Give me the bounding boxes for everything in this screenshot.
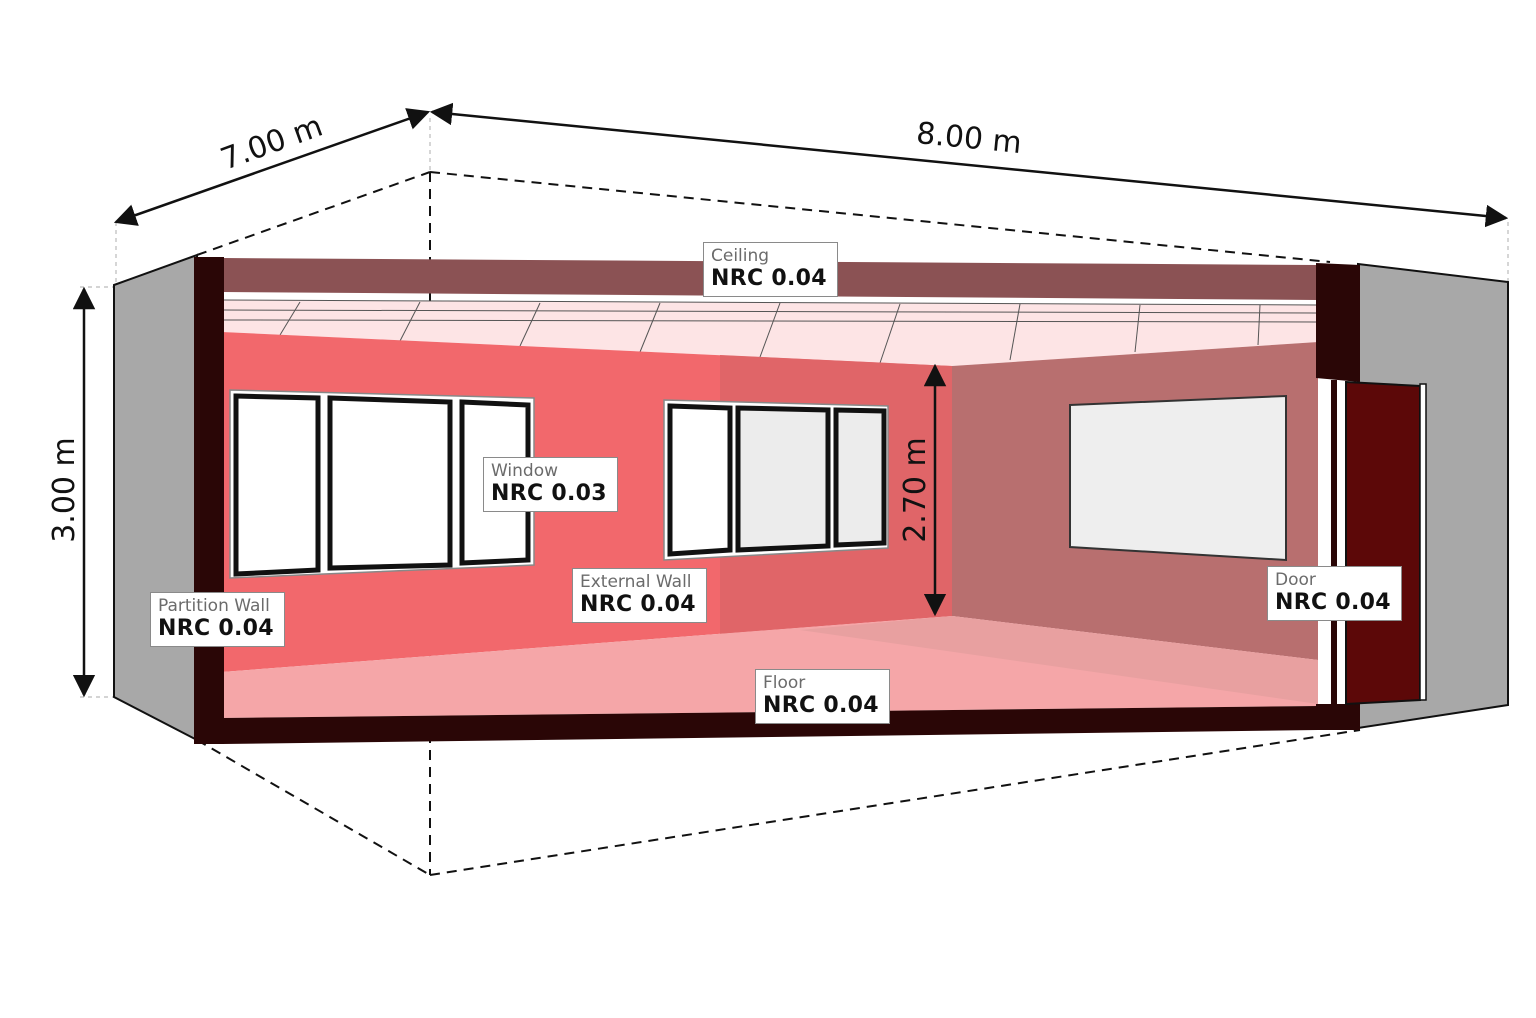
- left-wall-section: [113, 253, 198, 742]
- partition-wall-label-name: Partition Wall: [158, 596, 270, 616]
- right-frame-top: [1316, 263, 1360, 382]
- ceiling-tiles: [222, 300, 1318, 366]
- window-label-name: Window: [491, 461, 559, 481]
- door-label-value: NRC 0.04: [1275, 590, 1391, 615]
- floor-label-name: Floor: [763, 673, 806, 693]
- dimension-arrows: [72, 102, 1509, 698]
- width-arrow: [113, 108, 431, 226]
- partition-wall-label-value: NRC 0.04: [158, 616, 274, 641]
- right-frame-bottom: [1316, 704, 1360, 730]
- ceiling-label-value: NRC 0.04: [711, 266, 827, 291]
- door: [1345, 380, 1421, 706]
- door-label-name: Door: [1275, 570, 1316, 590]
- ceiling-height-dimension: 2.70 m: [898, 437, 933, 543]
- ceiling-label-name: Ceiling: [711, 246, 770, 266]
- door-label: Door NRC 0.04: [1267, 566, 1402, 621]
- external-wall-label-name: External Wall: [580, 572, 692, 592]
- ceiling-grid: [221, 299, 1319, 364]
- external-wall-label: External Wall NRC 0.04: [572, 568, 707, 623]
- external-wall-label-value: NRC 0.04: [580, 592, 696, 617]
- projection-screen: [1069, 394, 1287, 562]
- length-arrow: [429, 102, 1509, 228]
- height-dimension: 3.00 m: [47, 437, 82, 543]
- floor-shade: [800, 616, 1318, 704]
- floor-slab: [222, 706, 1318, 744]
- partition-wall-label: Partition Wall NRC 0.04: [150, 592, 285, 647]
- window-label: Window NRC 0.03: [483, 457, 618, 512]
- window-group-right: [663, 399, 889, 561]
- floor-label-value: NRC 0.04: [763, 693, 879, 718]
- length-dimension: 8.00 m: [915, 116, 1023, 161]
- left-frame: [194, 257, 224, 744]
- window-label-value: NRC 0.03: [491, 481, 607, 506]
- floor-label: Floor NRC 0.04: [755, 669, 890, 724]
- door-jamb: [1419, 383, 1427, 701]
- ceiling-label: Ceiling NRC 0.04: [703, 242, 838, 297]
- window-group-left: [229, 389, 535, 579]
